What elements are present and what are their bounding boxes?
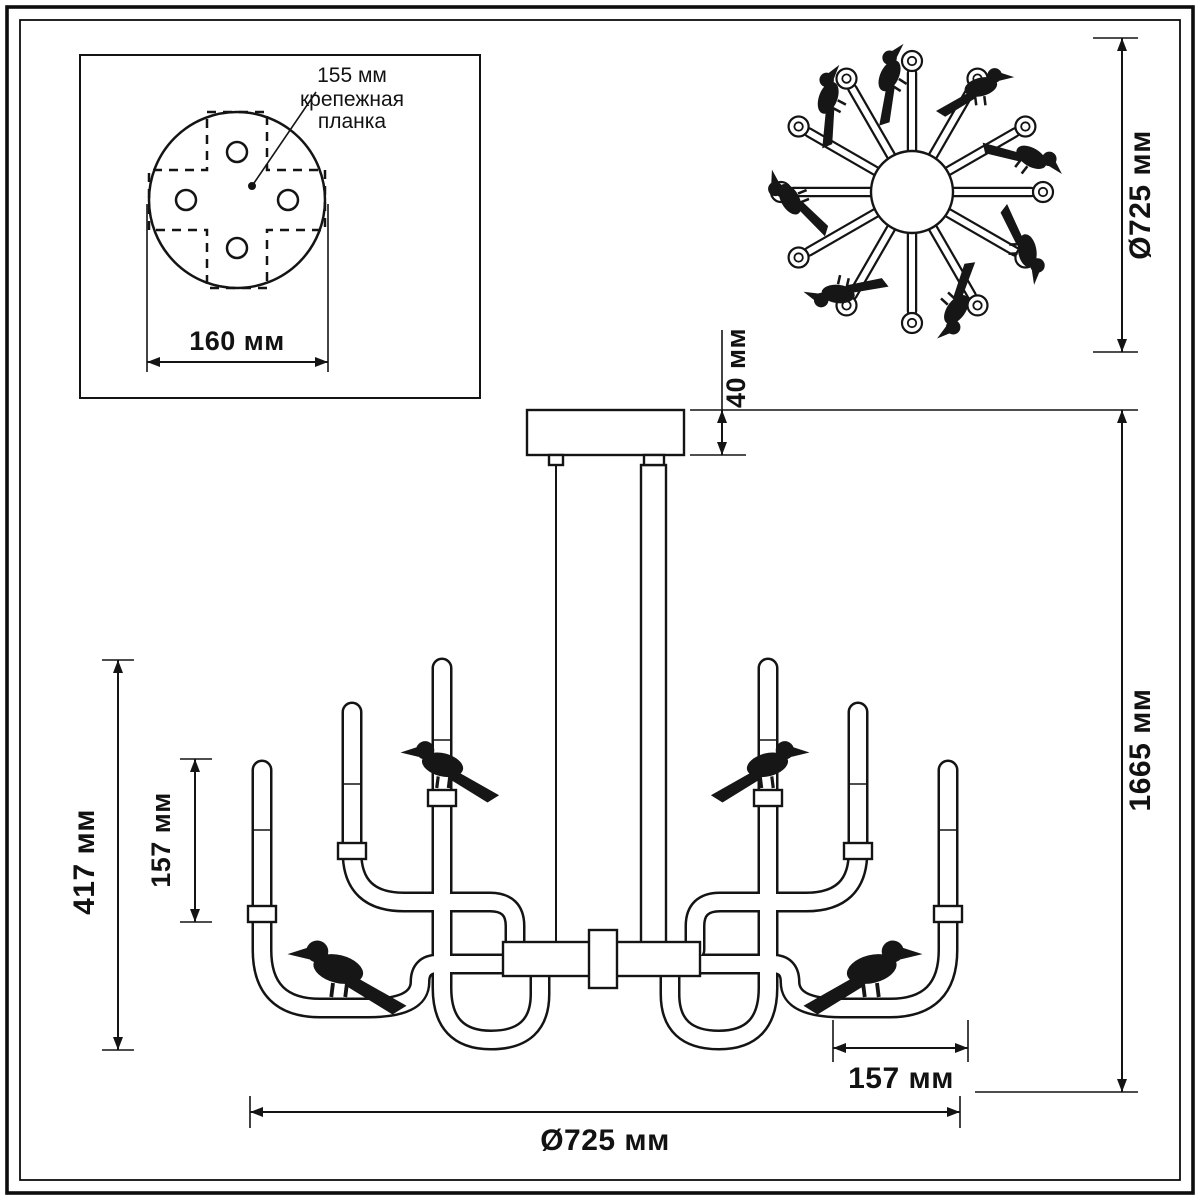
arm-right-outer (679, 759, 959, 1019)
starburst-arm-core (805, 129, 881, 175)
collar (932, 904, 964, 924)
chandelier-front-view (246, 408, 964, 1051)
mount-plate-label-line1: крепежная (300, 88, 404, 111)
canopy-height-label: 40 мм (721, 328, 751, 408)
dim-arm-height: 417 мм (68, 659, 134, 1051)
lamp-tip-ring (787, 246, 810, 269)
lamp-tip-center (972, 300, 983, 311)
lamp-tip-ring (966, 294, 989, 317)
dim-top-diameter: Ø725 мм (1093, 37, 1157, 353)
candle-height-label: 157 мм (146, 792, 176, 888)
collar (752, 788, 784, 808)
dim-canopy-height: 40 мм (690, 328, 751, 456)
front-diameter-label: Ø725 мм (540, 1124, 670, 1157)
page-frame-outer (5, 5, 1195, 1195)
mounting-cross-dashed (147, 110, 327, 290)
starburst-arm-core (849, 85, 895, 161)
mount-plate-label-line2: планка (318, 110, 387, 133)
hole-spacing-label: 155 мм (317, 64, 387, 87)
dim-candle-height: 157 мм (146, 758, 212, 923)
center-hub-ring (869, 149, 955, 235)
arm-height-label: 417 мм (68, 809, 101, 915)
starburst-arms (769, 49, 1055, 335)
screw-hole-right (276, 188, 300, 212)
lamp-tip-center (841, 73, 852, 84)
dim-total-height: 1665 мм (690, 409, 1157, 1093)
plate-width-label: 160 мм (189, 326, 285, 356)
starburst-arm-core (943, 209, 1019, 255)
arm-left-outer (251, 759, 531, 1019)
candle-collars (246, 739, 964, 924)
lamp-tip-ring (1014, 115, 1037, 138)
dim-plate-width: 160 мм (146, 204, 329, 372)
bird-icon (762, 158, 832, 249)
lamp-tip-center (1020, 121, 1031, 132)
collar (842, 841, 874, 861)
lamp-tip-center (906, 55, 918, 67)
screw-hole-left (174, 188, 198, 212)
top-diameter-label: Ø725 мм (1124, 130, 1157, 260)
chandelier-top-view: Ø725 мм (762, 36, 1157, 353)
inset-box (79, 54, 481, 399)
lamp-tip-center (1037, 186, 1049, 198)
ceiling-canopy (525, 408, 686, 457)
collar (426, 788, 458, 808)
screw-hole-top (225, 140, 249, 164)
page-frame-inner (19, 19, 1181, 1181)
collar (246, 904, 278, 924)
dim-front-diameter: Ø725 мм (249, 1096, 961, 1157)
lamp-tip-center (906, 317, 918, 329)
lamp-tip-ring (787, 115, 810, 138)
collar (336, 841, 368, 861)
lamp-tip-ring (1031, 180, 1055, 204)
lamp-tip-center (793, 121, 804, 132)
arm-right-inner (659, 657, 779, 1051)
bird-icon (845, 36, 936, 131)
cable-connector (547, 453, 565, 467)
mounting-plate-inset: 155 мм крепежная планка 160 мм (79, 54, 481, 399)
hub-center-block (587, 928, 619, 990)
arm-left-inner (431, 657, 551, 1051)
starburst-arm-core (943, 129, 1019, 175)
screw-hole-bottom (225, 236, 249, 260)
arm-offset-label: 157 мм (848, 1062, 954, 1095)
lamp-tip-ring (835, 67, 858, 90)
lamp-tip-ring (900, 311, 924, 335)
arm-tubes (251, 657, 959, 1051)
center-rod (639, 463, 668, 947)
dim-arm-offset: 157 мм (832, 1020, 969, 1095)
leader-line (251, 91, 317, 187)
lamp-tip-ring (900, 49, 924, 73)
starburst-arm-core (805, 209, 881, 255)
canopy-plate-circle (147, 110, 327, 290)
rod-connector (642, 453, 666, 467)
lamp-tip-center (793, 252, 804, 263)
total-height-label: 1665 мм (1124, 689, 1157, 812)
